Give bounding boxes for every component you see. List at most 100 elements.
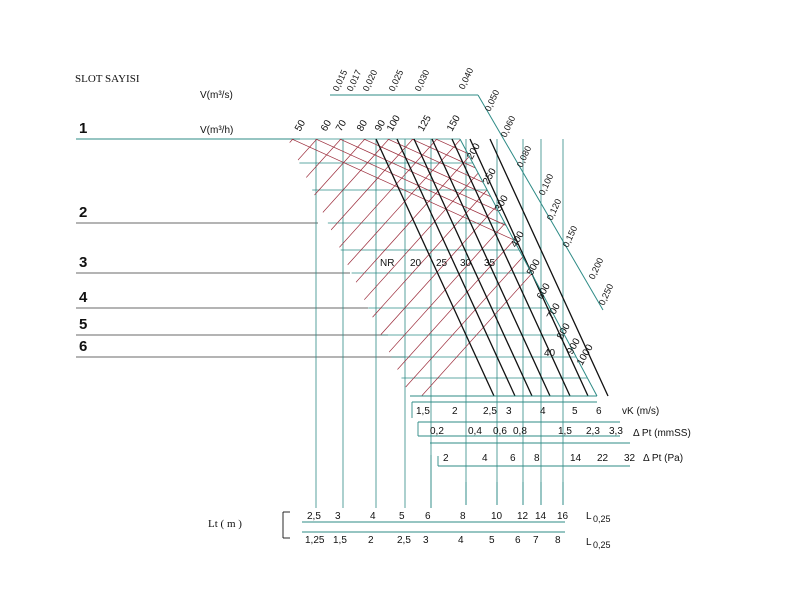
mmss-tick-0,4: 0,4 (468, 426, 482, 437)
flow-m3h-90: 90 (373, 118, 388, 134)
m3s-diagonal-line (477, 94, 604, 311)
flow-m3h-800: 800 (555, 321, 573, 341)
nr-value-30: 30 (460, 258, 472, 269)
diag-rise-3 (321, 139, 597, 396)
lt-upper-label-sub: 0,25 (593, 514, 611, 524)
diag-fall-6 (288, 139, 455, 396)
diag-fall-12 (327, 139, 597, 396)
pa-tick-2: 2 (443, 453, 449, 464)
flow-m3h-100: 100 (385, 113, 403, 133)
slot-number-1: 1 (79, 120, 87, 137)
diag-rise-14 (585, 139, 597, 396)
flow-m3s-0,200: 0,200 (587, 256, 606, 281)
scale-lines (282, 94, 630, 539)
nr-label: NR (380, 258, 394, 269)
pa-tick-32: 32 (624, 453, 636, 464)
lt-upper-tick-4: 4 (370, 511, 376, 522)
flow-m3s-0,025: 0,025 (387, 68, 406, 93)
vk-tick-2: 2 (452, 406, 458, 417)
diag-rise-5 (369, 139, 597, 396)
flow-m3s-0,080: 0,080 (515, 144, 534, 169)
lt-upper-tick-5: 5 (399, 511, 405, 522)
slot-number-3: 3 (79, 254, 87, 271)
lt-lower-tick-6: 6 (515, 535, 521, 546)
mmss-tick-1,5: 1,5 (558, 426, 572, 437)
lt-upper-tick-10: 10 (491, 511, 503, 522)
flow-m3s-0,250: 0,250 (597, 282, 616, 307)
diag-fall-13 (351, 139, 597, 396)
diag-fall-4 (288, 139, 407, 396)
lt-lower-tick-2: 2 (368, 535, 374, 546)
flow-m3s-0,050: 0,050 (483, 88, 502, 113)
lt-lower-label: L (586, 537, 592, 548)
diag-rise-4 (345, 139, 597, 396)
nr-curve-0 (375, 138, 495, 397)
lt-label: Lt ( m ) (208, 518, 242, 530)
flow-m3h-80: 80 (355, 118, 370, 134)
lt-upper-tick-12: 12 (517, 511, 529, 522)
nr-value-20: 20 (410, 258, 422, 269)
nr-curve-6 (489, 138, 609, 397)
diag-fall-2 (288, 139, 359, 396)
nr-value-40: 40 (544, 348, 556, 359)
pa-axis-label: Δ Pt (Pa) (643, 453, 683, 464)
flow-m3h-125: 125 (416, 113, 434, 133)
flow-m3s-0,060: 0,060 (499, 114, 518, 139)
diag-rise-8 (441, 139, 597, 396)
lt-lower-label-sub: 0,25 (593, 540, 611, 550)
vk-tick-4: 4 (540, 406, 546, 417)
grid-lines (288, 138, 597, 508)
lt-lower-tick-5: 5 (489, 535, 495, 546)
mmss-tick-2,3: 2,3 (586, 426, 600, 437)
mmss-tick-0,2: 0,2 (430, 426, 444, 437)
slot-row-lines (76, 138, 405, 358)
flow-m3s-0,020: 0,020 (361, 68, 380, 93)
mmss-tick-3,3: 3,3 (609, 426, 623, 437)
diag-fall-3 (288, 139, 383, 396)
slot-number-6: 6 (79, 338, 87, 355)
lt-upper-tick-8: 8 (460, 511, 466, 522)
flow-m3s-0,040: 0,040 (457, 66, 476, 91)
flow-m3s-0,120: 0,120 (545, 197, 564, 222)
flow-m3s-0,100: 0,100 (537, 172, 556, 197)
lt-upper-tick-14: 14 (535, 511, 547, 522)
lt-upper-label: L (586, 511, 592, 522)
slot-title: SLOT SAYISI (75, 73, 140, 85)
pa-tick-22: 22 (597, 453, 609, 464)
pa-tick-4: 4 (482, 453, 488, 464)
slot-number-4: 4 (79, 289, 88, 306)
flow-m3h-500: 500 (525, 257, 543, 277)
nr-value-25: 25 (436, 258, 448, 269)
slot-number-5: 5 (79, 316, 87, 333)
vk-tick-6: 6 (596, 406, 602, 417)
mmss-tick-0,8: 0,8 (513, 426, 527, 437)
lt-lower-tick-3: 3 (423, 535, 429, 546)
mmss-axis-label: Δ Pt (mmSS) (633, 428, 691, 439)
lt-lower-tick-1,25: 1,25 (305, 535, 325, 546)
nr-curve-1 (396, 138, 516, 397)
lt-lower-tick-2,5: 2,5 (397, 535, 411, 546)
lt-upper-tick-2,5: 2,5 (307, 511, 321, 522)
pa-tick-6: 6 (510, 453, 516, 464)
diag-fall-9 (288, 139, 527, 396)
flow-m3h-200: 200 (465, 141, 483, 161)
flow-diagonal-lines (288, 139, 597, 396)
chart-right-edge (459, 138, 598, 397)
pa-tick-14: 14 (570, 453, 582, 464)
flow-m3h-150: 150 (445, 113, 463, 133)
lt-upper-tick-6: 6 (425, 511, 431, 522)
diag-rise-7 (417, 139, 597, 396)
nr-value-35: 35 (484, 258, 496, 269)
lt-lower-tick-8: 8 (555, 535, 561, 546)
nr-curves (375, 138, 609, 397)
lt-lower-tick-7: 7 (533, 535, 539, 546)
mmss-tick-0,6: 0,6 (493, 426, 507, 437)
diag-rise-12 (537, 139, 597, 396)
lt-lower-tick-4: 4 (458, 535, 464, 546)
lt-lower-tick-1,5: 1,5 (333, 535, 347, 546)
vk-tick-2,5: 2,5 (483, 406, 497, 417)
flow-m3s-0,150: 0,150 (561, 224, 580, 249)
vk-axis-label: vK (m/s) (622, 406, 659, 417)
nr-curve-4 (451, 138, 571, 397)
flow-m3h-60: 60 (319, 118, 334, 134)
